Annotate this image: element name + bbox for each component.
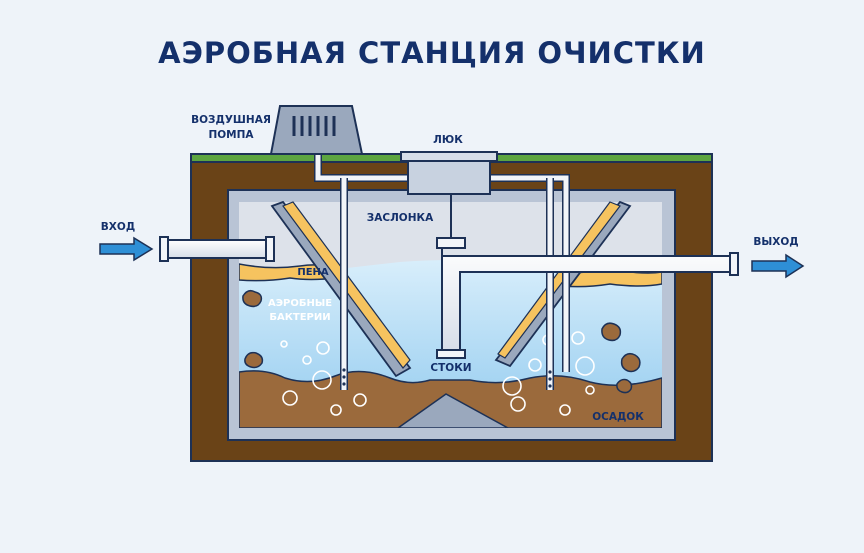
air-bubbles <box>280 326 595 416</box>
label-air-pump-line2: ПОМПА <box>208 129 254 141</box>
arrow-right-icon <box>751 253 805 279</box>
air-pump <box>269 105 364 155</box>
drain-pipe <box>436 237 739 359</box>
aerator-holes <box>342 368 552 388</box>
label-air-pump-line1: ВОЗДУШНАЯ <box>191 114 271 126</box>
arrow-right-icon <box>99 236 154 262</box>
label-inlet: ВХОД <box>101 221 135 233</box>
sediment-lumps <box>242 289 641 394</box>
label-drains: СТОКИ <box>430 362 471 374</box>
label-sediment: ОСАДОК <box>592 411 644 423</box>
label-bacteria-line2: БАКТЕРИИ <box>269 312 330 323</box>
inlet-pipe <box>159 236 275 262</box>
label-hatch: ЛЮК <box>433 134 463 146</box>
sediment-mound <box>396 393 509 428</box>
label-damper: ЗАСЛОНКА <box>367 212 434 224</box>
label-bacteria-line1: АЭРОБНЫЕ <box>268 298 332 309</box>
page-title: АЭРОБНАЯ СТАНЦИЯ ОЧИСТКИ <box>158 36 706 70</box>
hatch <box>400 151 498 195</box>
label-outlet: ВЫХОД <box>753 236 798 248</box>
label-foam: ПЕНА <box>297 267 329 278</box>
